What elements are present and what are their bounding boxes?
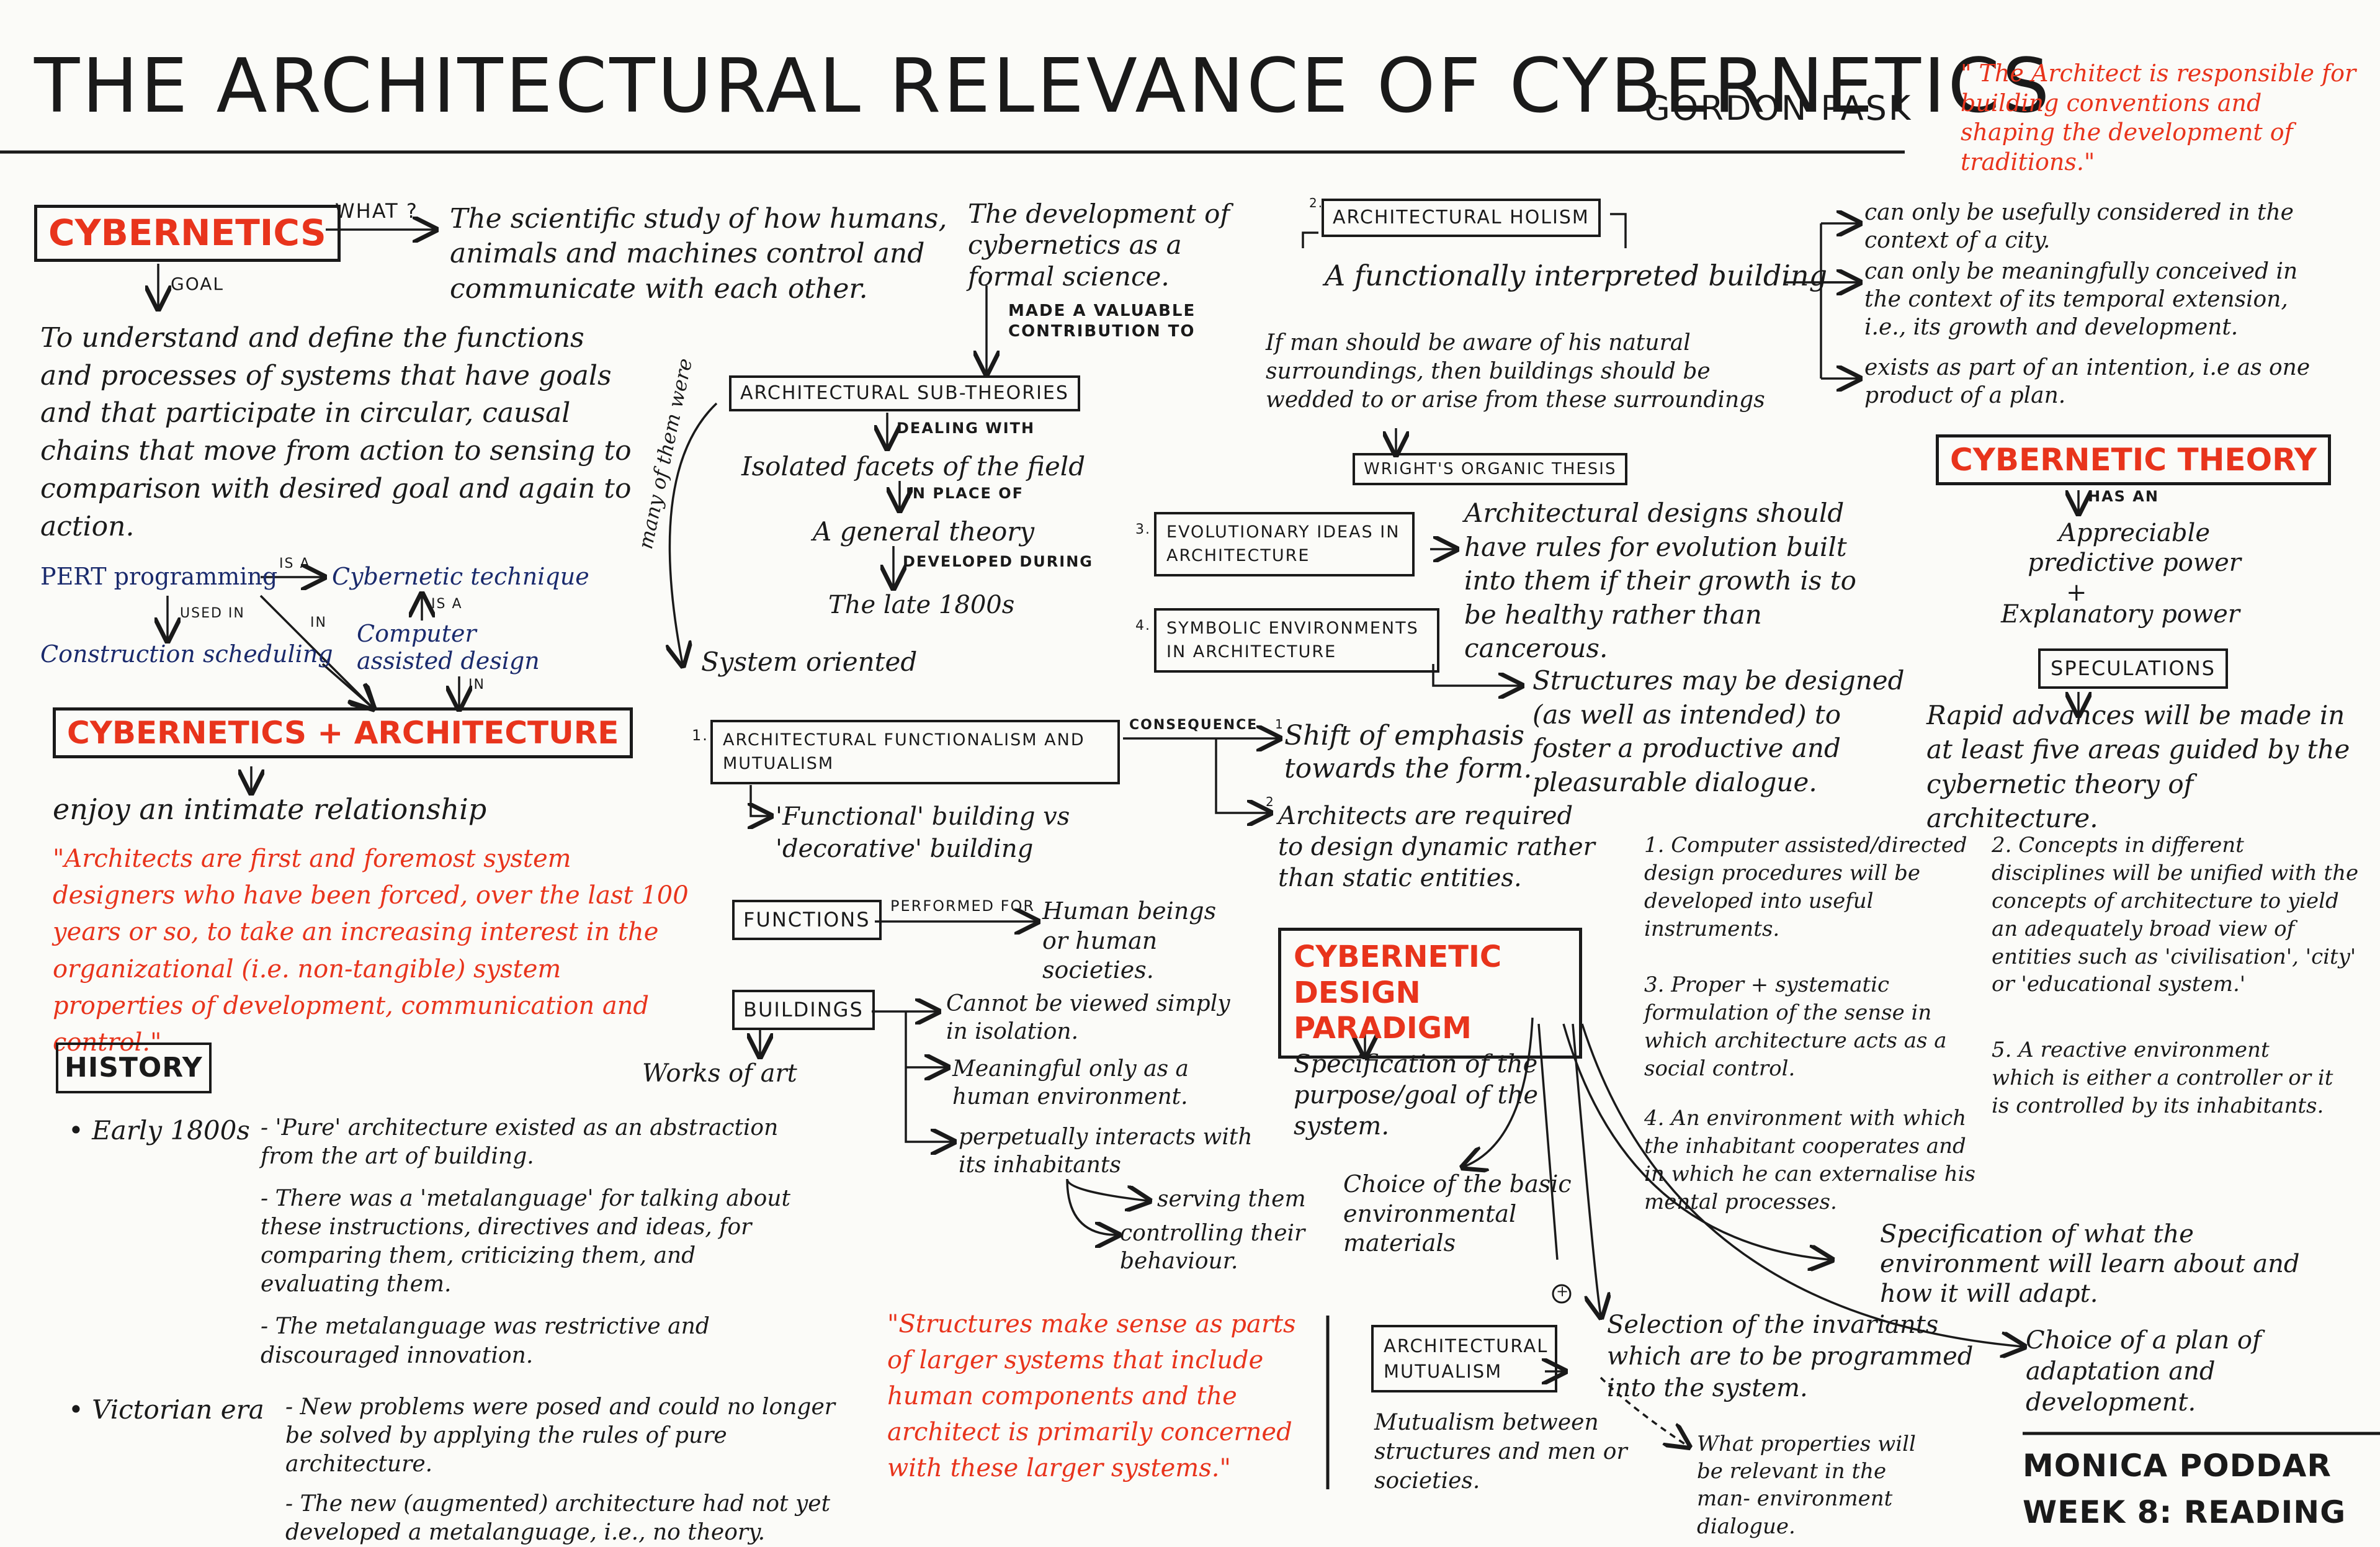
functions-box: FUNCTIONS (732, 900, 882, 940)
system-oriented: System oriented (701, 647, 918, 677)
history-item: - The new (augmented) architecture had n… (285, 1491, 831, 1546)
performed-for-label: PERFORMED FOR (890, 897, 1036, 915)
speculation-5: 5. A reactive environment which is eithe… (1992, 1038, 2333, 1118)
holism-point-3: exists as part of an intention, i.e as o… (1864, 355, 2311, 408)
history-box: HISTORY (56, 1043, 212, 1093)
selection-invariants: Selection of the invariants which are to… (1607, 1311, 1974, 1403)
choice-of-plan: Choice of a plan of adaptation and devel… (2026, 1326, 2261, 1417)
architects-quote: "Architects are first and foremost syste… (53, 845, 689, 1057)
used-in-label: USED IN (180, 606, 245, 621)
evolution-rules: Architectural designs should have rules … (1464, 498, 1856, 664)
pert-programming: PERT programming (40, 563, 278, 590)
speculations-box: SPECULATIONS (2038, 648, 2228, 689)
history-item: - There was a 'metalanguage' for talking… (261, 1186, 790, 1298)
specification-purpose: Specification of the purpose/goal of the… (1294, 1050, 1539, 1141)
holism-number: 2. (1309, 195, 1324, 210)
author-name: GORDON PASK (1644, 89, 1913, 128)
serving-them: serving them (1157, 1186, 1306, 1212)
plus-circle-label: + (1556, 1283, 1569, 1300)
intimate-relationship: enjoy an intimate relationship (53, 792, 487, 826)
cyber-arch-box: CYBERNETICS + ARCHITECTURE (53, 707, 633, 758)
cybernetic-theory-box: CYBERNETIC THEORY (1936, 434, 2332, 485)
made-contribution-label: MADE A VALUABLE CONTRIBUTION TO (1008, 302, 1196, 341)
sub-theories-box: ARCHITECTURAL SUB-THEORIES (729, 375, 1080, 411)
functionally-interpreted: A functionally interpreted building (1325, 259, 1828, 292)
isolated-facets: Isolated facets of the field (741, 451, 1086, 482)
building-point-1: Cannot be viewed simply in isolation. (946, 991, 1230, 1044)
goal-text: To understand and define the functions a… (40, 322, 632, 542)
holism-point-1: can only be usefully considered in the c… (1864, 200, 2294, 253)
goal-label: GOAL (171, 274, 224, 294)
works-of-art: Works of art (642, 1059, 797, 1088)
building-point-2: Meaningful only as a human environment. (952, 1056, 1189, 1110)
consequence-1-number: 1 (1275, 717, 1284, 732)
dynamic-entities: Architects are required to design dynami… (1278, 802, 1595, 892)
design-paradigm-box: CYBERNETIC DESIGN PARADIGM (1278, 928, 1582, 1059)
evolutionary-number: 3. (1135, 522, 1151, 537)
history-item: - 'Pure' architecture existed as an abst… (261, 1115, 779, 1170)
has-an-label: HAS AN (2088, 488, 2159, 505)
relevant-properties: What properties will be relevant in the … (1697, 1432, 1916, 1539)
functionalism-box: ARCHITECTURAL FUNCTIONALISM AND MUTUALIS… (710, 720, 1120, 784)
page-title: THE ARCHITECTURAL RELEVANCE OF CYBERNETI… (34, 43, 2052, 130)
mutualism-text: Mutualism between structures and men or … (1374, 1410, 1627, 1494)
development-of-cybernetics: The development of cybernetics as a form… (968, 199, 1230, 292)
evolutionary-ideas-box: EVOLUTIONARY IDEAS IN ARCHITECTURE (1154, 512, 1415, 576)
week-label: WEEK 8: READING (2023, 1494, 2346, 1530)
developed-during-label: DEVELOPED DURING (903, 553, 1093, 570)
dealing-with-label: DEALING WITH (897, 419, 1036, 437)
header-quote: " The Architect is responsible for build… (1961, 60, 2356, 176)
consequence-2-number: 2 (1266, 794, 1275, 809)
is-a-label-2: IS A (431, 596, 463, 612)
functionalism-number: 1. (692, 727, 709, 744)
holism-point-2: can only be meaningfully conceived in th… (1864, 259, 2298, 340)
in-label: IN (310, 615, 327, 630)
buildings-box: BUILDINGS (732, 990, 875, 1030)
construction-scheduling: Construction scheduling (40, 640, 333, 668)
functional-vs-decorative: 'Functional' building vs 'decorative' bu… (776, 802, 1070, 863)
speculation-2: 2. Concepts in different disciplines wil… (1992, 833, 2359, 997)
general-theory: A general theory (813, 516, 1035, 547)
wrights-organic-thesis-box: WRIGHT'S ORGANIC THESIS (1353, 453, 1628, 486)
structures-quote: "Structures make sense as parts of large… (887, 1310, 1296, 1482)
early-1800s-label: • Early 1800s (68, 1115, 250, 1146)
speculations-text: Rapid advances will be made in at least … (1926, 700, 2350, 834)
controlling-them: controlling their behaviour. (1120, 1221, 1305, 1274)
symbolic-environments-box: SYMBOLIC ENVIRONMENTS IN ARCHITECTURE (1154, 608, 1439, 673)
is-a-label: IS A (279, 556, 311, 572)
early-1800s-list: - 'Pure' architecture existed as an abst… (261, 1114, 819, 1370)
natural-surroundings: If man should be aware of his natural su… (1266, 330, 1765, 413)
symbolic-number: 4. (1135, 618, 1151, 634)
choice-of-materials: Choice of the basic environmental materi… (1343, 1170, 1572, 1257)
predictive-power: Appreciable predictive power (2028, 519, 2241, 577)
holism-box: ARCHITECTURAL HOLISM (1322, 199, 1601, 237)
victorian-era-label: • Victorian era (68, 1394, 264, 1425)
cybernetics-definition: The scientific study of how humans, anim… (450, 203, 947, 305)
plus-sign: + (2066, 578, 2087, 607)
history-item: - The metalanguage was restrictive and d… (261, 1314, 710, 1368)
speculation-1: 1. Computer assisted/directed design pro… (1644, 833, 1967, 941)
speculation-3: 3. Proper + systematic formulation of th… (1644, 972, 1947, 1081)
explanatory-power: Explanatory power (2001, 600, 2240, 629)
computer-assisted-design: Computer assisted design (357, 620, 540, 675)
architectural-mutualism-box: ARCHITECTURAL MUTUALISM (1371, 1325, 1557, 1393)
author-signature: MONICA PODDAR (2023, 1448, 2332, 1484)
history-item: - New problems were posed and could no l… (285, 1394, 835, 1477)
building-point-3: perpetually interacts with its inhabitan… (959, 1124, 1253, 1178)
shift-of-emphasis: Shift of emphasis towards the form. (1284, 720, 1532, 784)
cybernetics-box: CYBERNETICS (34, 205, 341, 262)
victorian-list: - New problems were posed and could no l… (285, 1393, 844, 1547)
late-1800s: The late 1800s (828, 591, 1015, 619)
pleasurable-dialogue: Structures may be designed (as well as i… (1532, 665, 1905, 797)
speculation-4: 4. An environment with which the inhabit… (1644, 1106, 1975, 1214)
specification-environment: Specification of what the environment wi… (1880, 1220, 2300, 1308)
human-beings: Human beings or human societies. (1042, 897, 1217, 984)
in-label-2: IN (468, 677, 485, 693)
consequence-label: CONSEQUENCE (1129, 717, 1258, 733)
in-place-of-label: IN PLACE OF (906, 485, 1024, 502)
cybernetic-technique: Cybernetic technique (332, 563, 589, 590)
what-label: WHAT ? (335, 199, 418, 223)
